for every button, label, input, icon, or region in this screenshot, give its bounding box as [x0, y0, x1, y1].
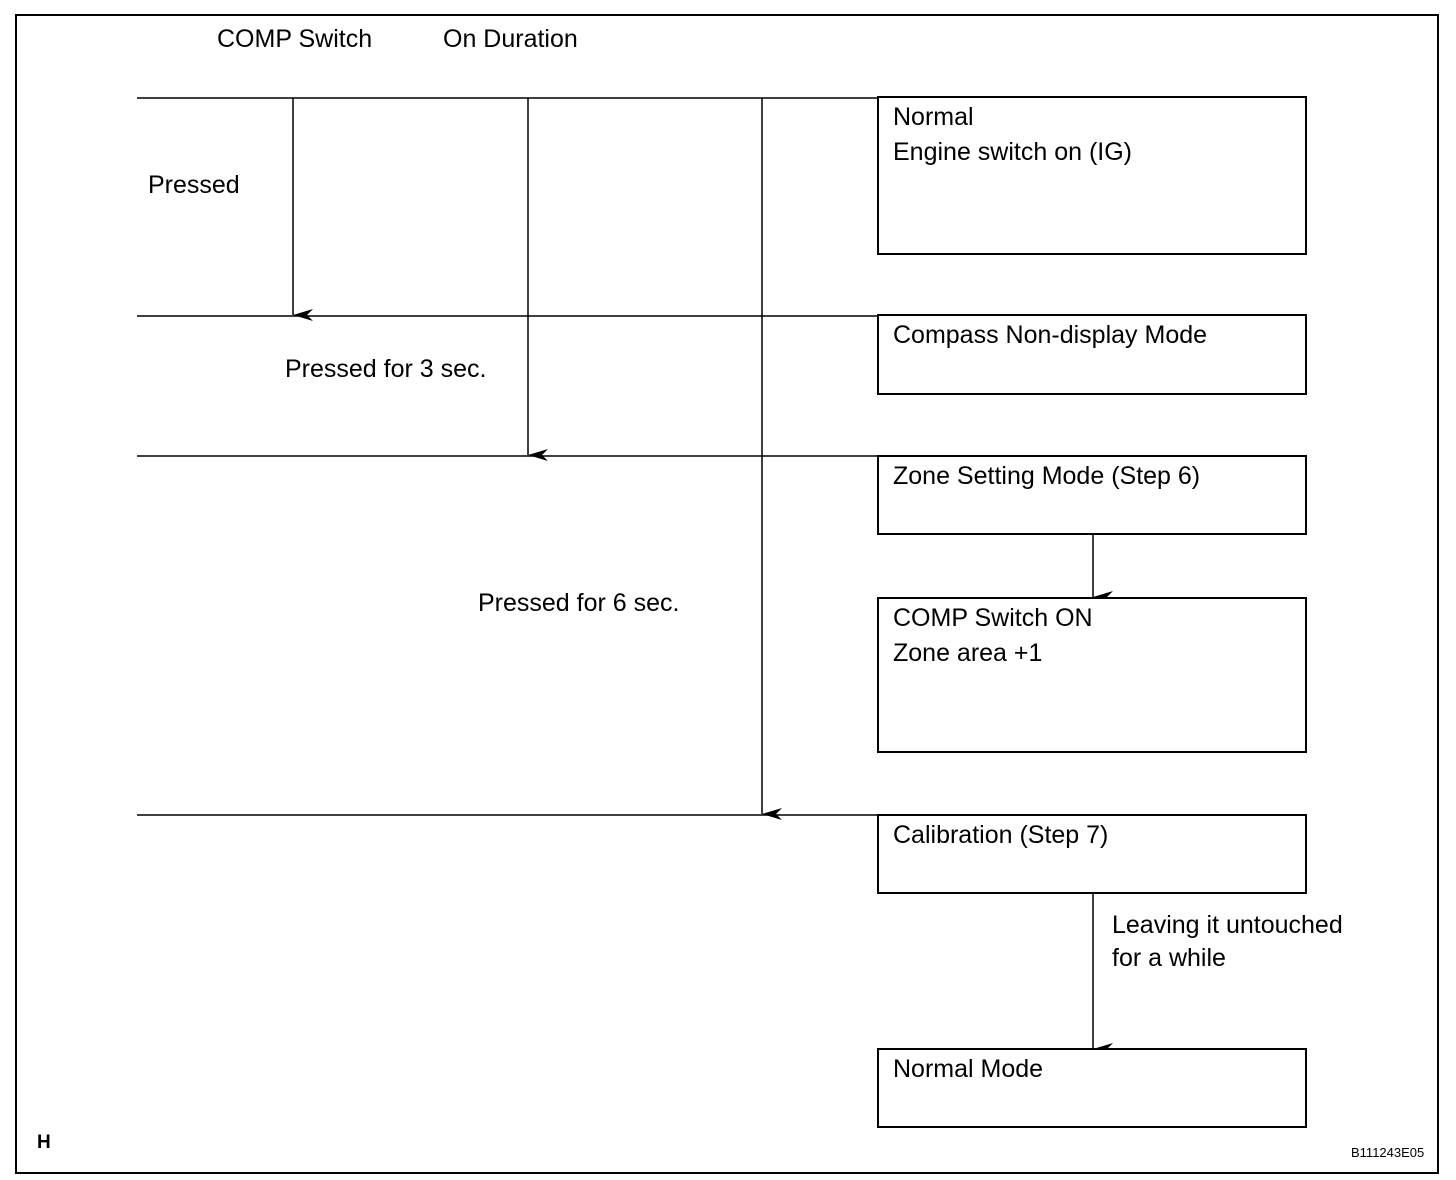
box-normal-mode: Normal Mode — [877, 1048, 1307, 1128]
box-zone-setting: Zone Setting Mode (Step 6) — [877, 455, 1307, 535]
label-pressed-6-sec: Pressed for 6 sec. — [478, 589, 680, 617]
figure-code: B111243E05 — [1351, 1145, 1425, 1160]
corner-letter: H — [37, 1132, 51, 1153]
box-compass-title: Compass Non-display Mode — [893, 321, 1208, 349]
transition-label-line2: for a while — [1112, 944, 1226, 972]
box-comp-on-title: COMP Switch ON — [893, 604, 1093, 632]
box-normal-subtitle: Engine switch on (IG) — [893, 138, 1132, 166]
comp-switch-header: COMP Switch — [217, 25, 373, 53]
outer-frame — [15, 14, 1439, 1174]
box-calibration-title: Calibration (Step 7) — [893, 821, 1109, 849]
box-comp-switch-on: COMP Switch ON Zone area +1 — [877, 597, 1307, 753]
box-calibration: Calibration (Step 7) — [877, 814, 1307, 894]
transition-label-line1: Leaving it untouched — [1112, 911, 1343, 939]
box-normal-mode-title: Normal Mode — [893, 1055, 1044, 1083]
label-pressed-3-sec: Pressed for 3 sec. — [285, 355, 487, 383]
box-zone-title: Zone Setting Mode (Step 6) — [893, 462, 1201, 490]
box-normal: Normal Engine switch on (IG) — [877, 96, 1307, 255]
box-compass-non-display: Compass Non-display Mode — [877, 314, 1307, 395]
box-normal-title: Normal — [893, 103, 974, 131]
label-pressed: Pressed — [148, 171, 240, 199]
box-comp-on-subtitle: Zone area +1 — [893, 639, 1043, 667]
on-duration-header: On Duration — [443, 25, 578, 53]
